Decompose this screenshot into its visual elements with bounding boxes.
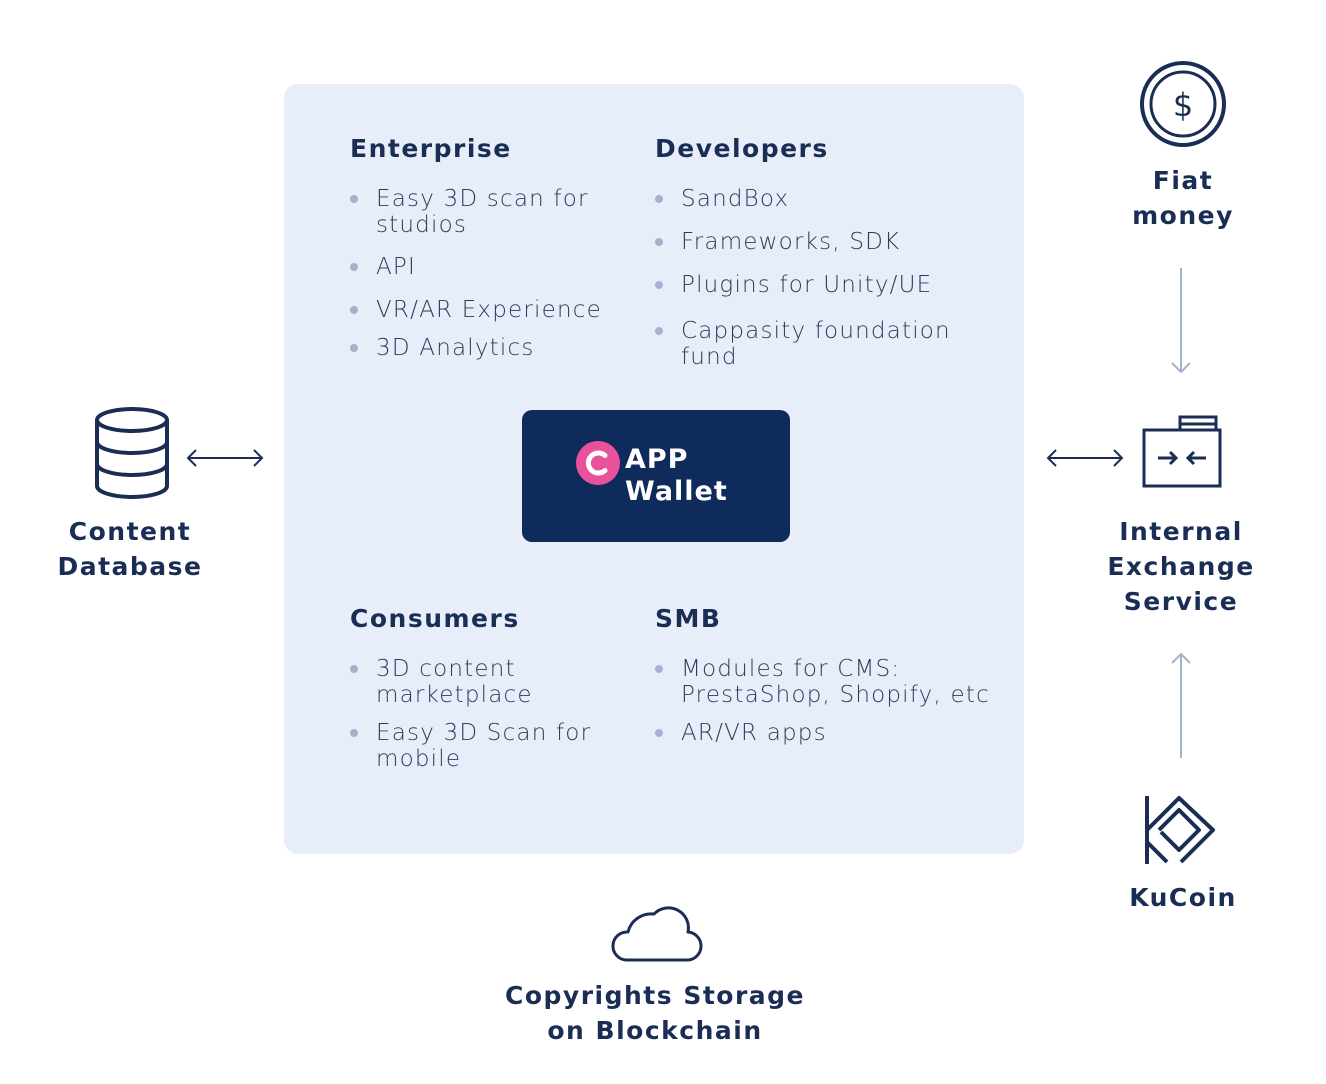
bullet-dot (350, 306, 358, 314)
section-title-smb: SMB (655, 604, 722, 633)
consumers-list: 3D content marketplace Easy 3D Scan for … (350, 656, 630, 772)
list-item: Modules for CMS: PrestaShop, Shopify, et… (655, 656, 1005, 708)
section-title-consumers: Consumers (350, 604, 520, 633)
list-item: Easy 3D Scan for mobile (350, 720, 630, 772)
bullet-dot (350, 729, 358, 737)
section-enterprise: Enterprise Easy 3D scan for studios API … (350, 134, 630, 378)
smb-list: Modules for CMS: PrestaShop, Shopify, et… (655, 656, 1005, 746)
list-item: 3D Analytics (350, 335, 630, 361)
list-item: 3D content marketplace (350, 656, 630, 708)
wallet-line-2: Wallet (625, 476, 728, 507)
up-arrow-icon (1170, 650, 1192, 758)
exchange-folder-icon (1140, 414, 1224, 490)
section-title-enterprise: Enterprise (350, 134, 512, 163)
section-smb: SMB Modules for CMS: PrestaShop, Shopify… (655, 604, 1005, 763)
cappasity-logo-icon (576, 441, 620, 485)
list-item: Plugins for Unity/UE (655, 272, 995, 298)
developers-list: SandBox Frameworks, SDK Plugins for Unit… (655, 186, 995, 370)
bullet-dot (655, 195, 663, 203)
bidirectional-arrow-icon-right (1046, 448, 1124, 468)
list-item: VR/AR Experience (350, 297, 630, 323)
bullet-dot (655, 729, 663, 737)
bullet-dot (350, 263, 358, 271)
content-database-label: Content Database (57, 517, 203, 581)
list-item: Easy 3D scan for studios (350, 186, 630, 238)
bullet-dot (655, 327, 663, 335)
copyrights-storage-label: Copyrights Storage on Blockchain (504, 981, 806, 1045)
cloud-icon (606, 898, 704, 964)
database-icon (92, 406, 172, 500)
bullet-dot (655, 281, 663, 289)
list-item: Cappasity foundation fund (655, 318, 995, 370)
list-item: Frameworks, SDK (655, 229, 995, 255)
bullet-dot (655, 665, 663, 673)
dollar-coin-icon: $ (1139, 60, 1227, 148)
bullet-dot (655, 238, 663, 246)
bullet-dot (350, 195, 358, 203)
bullet-dot (350, 665, 358, 673)
section-developers: Developers SandBox Frameworks, SDK Plugi… (655, 134, 995, 387)
svg-text:$: $ (1173, 86, 1193, 124)
app-wallet-box: APP Wallet (522, 410, 790, 542)
kucoin-logo-icon (1141, 792, 1219, 868)
wallet-label: APP Wallet (625, 444, 728, 508)
bullet-dot (350, 344, 358, 352)
wallet-line-1: APP (625, 444, 689, 475)
list-item: SandBox (655, 186, 995, 212)
section-consumers: Consumers 3D content marketplace Easy 3D… (350, 604, 630, 789)
enterprise-list: Easy 3D scan for studios API VR/AR Exper… (350, 186, 630, 361)
down-arrow-icon (1170, 268, 1192, 376)
internal-exchange-label: Internal Exchange Service (1107, 517, 1255, 616)
list-item: AR/VR apps (655, 720, 1005, 746)
list-item: API (350, 254, 630, 280)
bidirectional-arrow-icon (186, 448, 264, 468)
fiat-money-label: Fiat money (1132, 166, 1234, 230)
section-title-developers: Developers (655, 134, 829, 163)
kucoin-label: KuCoin (1129, 883, 1237, 912)
